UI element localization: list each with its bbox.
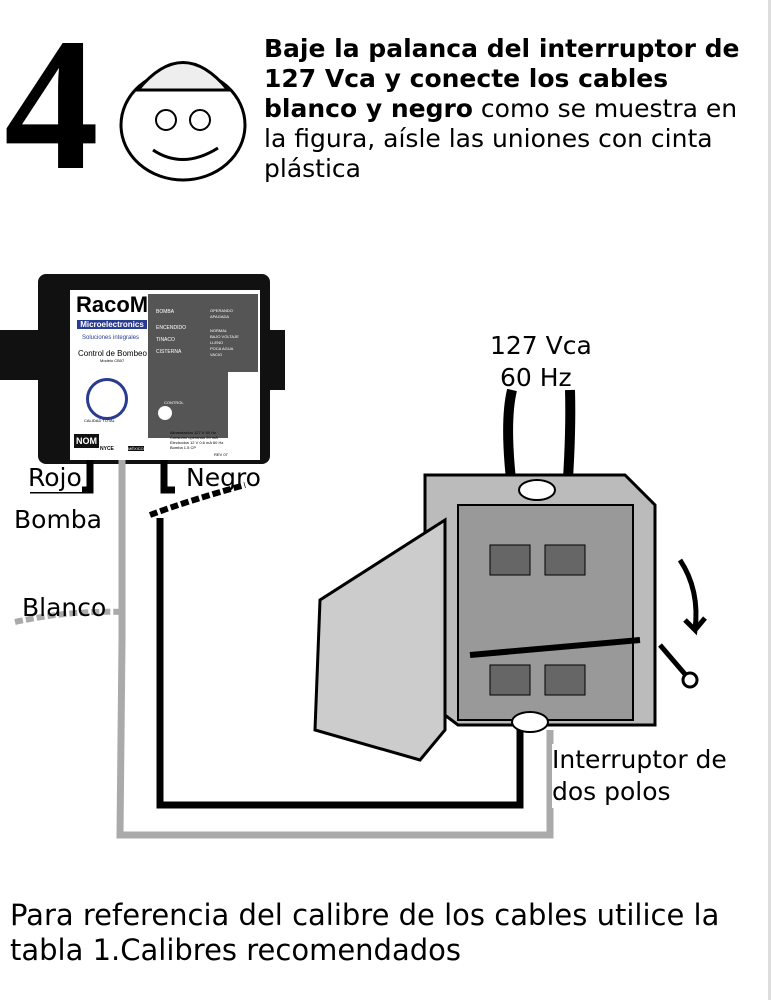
label-blanco: Blanco: [22, 593, 107, 622]
instruction-normal: como se muestra en la figura, aísle las …: [264, 94, 738, 183]
device-product: Control de Bombeo: [78, 349, 147, 358]
label-switch: Interruptor de dos polos: [552, 744, 752, 808]
step-number: 4: [4, 0, 99, 210]
label-negro: Negro: [186, 463, 261, 492]
label-bomba: Bomba: [14, 505, 102, 534]
wiring-diagram: [0, 274, 707, 839]
cert-nom: NOM: [74, 434, 99, 448]
cert-mexico: MÉXICO: [128, 446, 144, 451]
black-wire: [156, 460, 524, 809]
quality-check-icon: [86, 378, 128, 420]
cert-nyce: NYCE: [100, 446, 114, 452]
device-model: Modelo CB07: [100, 358, 125, 363]
device-brand: RacoM: [76, 292, 149, 317]
page-edge: [768, 0, 771, 1000]
instruction-text: Baje la palanca del interruptor de 127 V…: [264, 34, 764, 184]
device-tagline: Soluciones integrales: [82, 335, 140, 341]
box-side-left: [0, 330, 45, 380]
label-rojo: Rojo: [28, 463, 82, 492]
device-sub-brand: Microelectronics: [77, 320, 147, 329]
footer-note: Para referencia del calibre de los cable…: [10, 898, 720, 967]
quality-label: CALIDAD TOTAL: [84, 418, 115, 423]
mascot-illustration: [119, 61, 247, 182]
switch-door: [313, 517, 447, 762]
control-label: CONTROL: [164, 400, 184, 405]
arrow-down-icon: [677, 558, 707, 636]
device-rev: REV 07: [214, 452, 228, 457]
label-voltage: 127 Vca: [490, 331, 592, 360]
instruction-bold: Baje la palanca del interruptor de 127 V…: [264, 34, 740, 123]
label-frequency: 60 Hz: [500, 363, 572, 392]
control-button[interactable]: [158, 406, 172, 420]
control-panel: [148, 294, 258, 438]
white-wire: [116, 460, 554, 839]
